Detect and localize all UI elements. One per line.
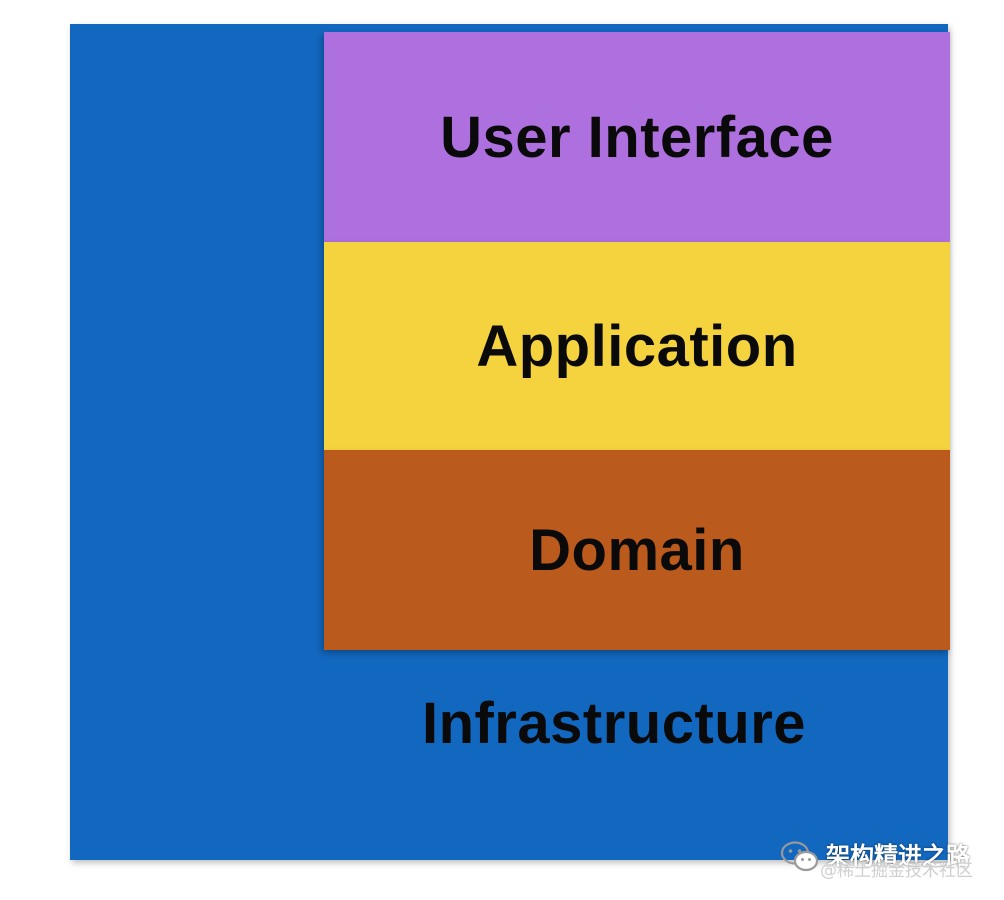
- user-interface-layer: User Interface: [324, 32, 950, 242]
- domain-label: Domain: [529, 517, 745, 583]
- watermark-title: 架构精进之路: [826, 842, 970, 870]
- domain-layer: Domain: [324, 450, 950, 650]
- infrastructure-label: Infrastructure: [421, 691, 807, 756]
- watermark: 架构精进之路 @稀土掘金技术社区: [776, 836, 996, 882]
- wechat-icon: [780, 841, 819, 872]
- user-interface-label: User Interface: [440, 104, 834, 170]
- watermark-subtitle: @稀土掘金技术社区: [820, 861, 973, 881]
- application-layer: Application: [324, 242, 950, 450]
- application-label: Application: [476, 313, 798, 379]
